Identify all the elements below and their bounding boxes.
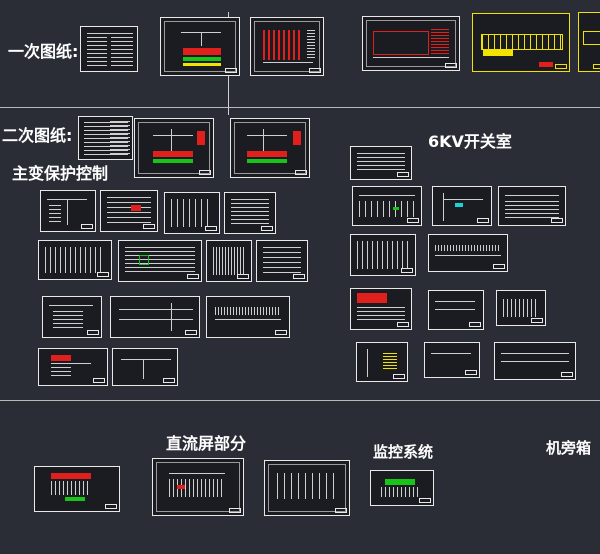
dc-sheet-1[interactable] <box>34 466 120 512</box>
protection-sheet-13[interactable] <box>112 348 178 386</box>
label-primary-drawings: 一次图纸: <box>8 42 79 61</box>
protection-sheet-4[interactable] <box>224 192 276 234</box>
switchroom-sheet-2[interactable] <box>352 186 422 226</box>
protection-sheet-7[interactable] <box>206 240 252 282</box>
switchroom-sheet-12[interactable] <box>494 342 576 380</box>
protection-sheet-6[interactable] <box>118 240 202 282</box>
label-monitoring-system: 监控系统 <box>373 443 434 461</box>
drawing-sheet-secondary-2[interactable] <box>230 118 310 178</box>
switchroom-sheet-7[interactable] <box>350 288 412 330</box>
protection-sheet-3[interactable] <box>164 192 220 234</box>
drawing-sheet-secondary-list-2[interactable] <box>108 116 133 160</box>
protection-sheet-8[interactable] <box>256 240 308 282</box>
label-dc-panel: 直流屏部分 <box>166 434 247 453</box>
drawing-sheet-primary-1[interactable] <box>160 17 240 76</box>
drawing-sheet-primary-4[interactable] <box>472 13 570 72</box>
switchroom-sheet-8[interactable] <box>428 290 484 330</box>
protection-sheet-9[interactable] <box>42 296 102 338</box>
monitoring-sheet-1[interactable] <box>370 470 434 506</box>
drawing-sheet-secondary-1[interactable] <box>134 118 214 178</box>
drawing-sheet-primary-list[interactable] <box>80 26 138 72</box>
dc-sheet-3[interactable] <box>264 460 350 516</box>
switchroom-sheet-11[interactable] <box>424 342 480 378</box>
label-machine-box: 机旁箱 <box>546 439 592 457</box>
divider-line-top <box>0 107 600 108</box>
switchroom-sheet-1[interactable] <box>350 146 412 180</box>
label-6kv-switchroom: 6KV开关室 <box>428 132 512 151</box>
switchroom-sheet-3[interactable] <box>432 186 492 226</box>
drawing-sheet-primary-2[interactable] <box>250 17 324 76</box>
label-secondary-drawings: 二次图纸: <box>2 126 73 145</box>
protection-sheet-11[interactable] <box>206 296 290 338</box>
protection-sheet-1[interactable] <box>40 190 96 232</box>
protection-sheet-12[interactable] <box>38 348 108 386</box>
protection-sheet-5[interactable] <box>38 240 112 280</box>
protection-sheet-2[interactable] <box>100 190 158 232</box>
switchroom-sheet-6[interactable] <box>428 234 508 272</box>
label-main-transformer-protection: 主变保护控制 <box>12 164 109 183</box>
drawing-sheet-primary-3[interactable] <box>362 16 460 71</box>
switchroom-sheet-10[interactable] <box>356 342 408 382</box>
protection-sheet-10[interactable] <box>110 296 200 338</box>
switchroom-sheet-5[interactable] <box>350 234 416 276</box>
drawing-sheet-primary-5[interactable] <box>578 12 600 72</box>
divider-line-bottom <box>0 400 600 401</box>
switchroom-sheet-4[interactable] <box>498 186 566 226</box>
switchroom-sheet-9[interactable] <box>496 290 546 326</box>
dc-sheet-2[interactable] <box>152 458 244 516</box>
